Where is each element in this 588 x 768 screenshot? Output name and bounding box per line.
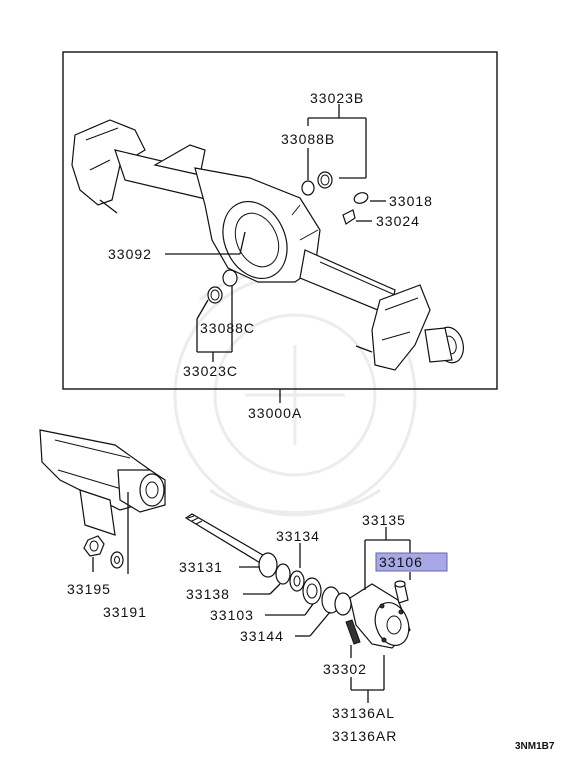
bolt-33302: [345, 619, 361, 645]
label-33134: 33134: [276, 528, 320, 544]
label-33088c: 33088C: [200, 320, 255, 336]
label-33023c: 33023C: [183, 363, 238, 379]
label-33302: 33302: [323, 661, 367, 677]
housing-small-parts: [207, 171, 369, 304]
washer-33191: [110, 551, 124, 569]
plug-33088b-left: [301, 180, 315, 196]
plug-33088c-bottom: [207, 286, 223, 304]
label-33135: 33135: [362, 512, 406, 528]
label-33000a: 33000A: [248, 405, 302, 421]
upper-leader-lines: [165, 104, 386, 403]
label-33018: 33018: [389, 193, 433, 209]
label-33088b: 33088B: [281, 131, 335, 147]
label-33092: 33092: [108, 246, 152, 262]
retainer-33134: [289, 570, 305, 592]
label-33136ar: 33136AR: [332, 728, 397, 744]
label-33144: 33144: [240, 628, 284, 644]
bearing-33138: [275, 563, 291, 585]
label-33138: 33138: [186, 586, 230, 602]
label-33191: 33191: [103, 604, 147, 620]
label-33024: 33024: [376, 213, 420, 229]
highlight-33106: [375, 552, 448, 572]
axle-shaft-assembly: [184, 513, 411, 649]
label-33106[interactable]: 33106: [379, 554, 423, 570]
breather-33024: [342, 209, 356, 225]
axle-shaft-33131: [184, 513, 269, 565]
axle-end-illustration: [39, 429, 166, 574]
label-33195: 33195: [67, 581, 111, 597]
plug-33088b-right: [317, 171, 333, 189]
lower-leader-lines: [239, 527, 411, 703]
axle-housing-illustration: [71, 119, 464, 371]
label-33131: 33131: [179, 559, 223, 575]
nut-washer: [83, 535, 124, 572]
label-33103: 33103: [210, 607, 254, 623]
label-33136al: 33136AL: [332, 705, 395, 721]
breather-33018: [353, 192, 369, 204]
plug-33088c-top: [222, 269, 238, 287]
nut-33195: [83, 535, 105, 557]
label-33023b: 33023B: [310, 90, 364, 106]
seal-33103: [302, 577, 322, 605]
diagram-code: 3NM1B7: [515, 741, 555, 752]
